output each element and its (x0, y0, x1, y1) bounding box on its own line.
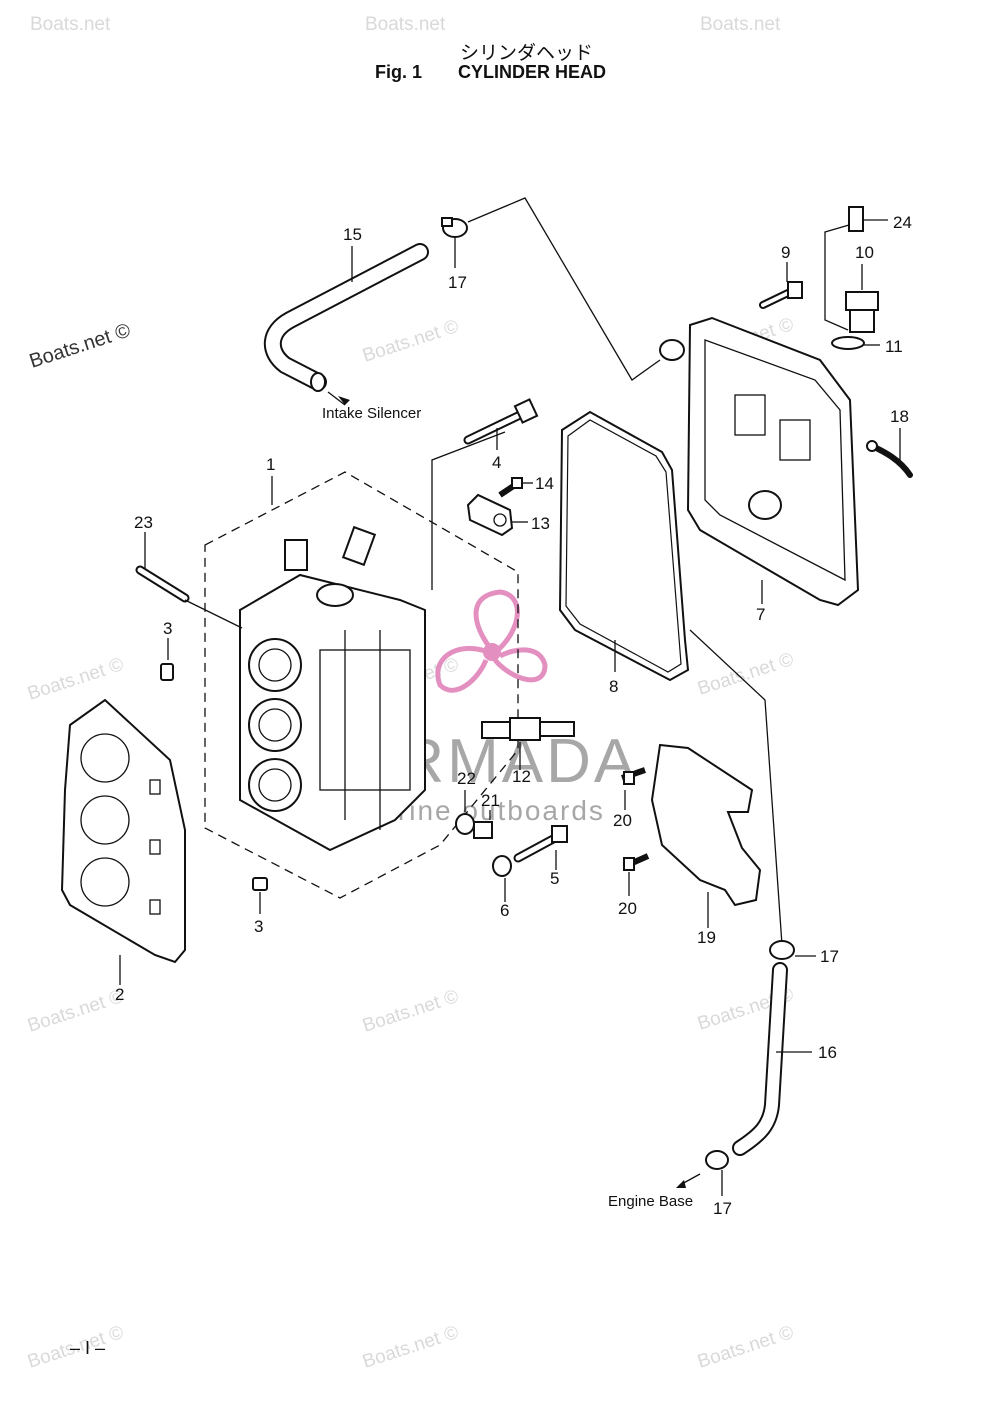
callout-10: 10 (855, 243, 874, 262)
part-16-drain-hose (732, 962, 812, 1156)
callout-4: 4 (492, 453, 501, 472)
part-12-spark-plug (481, 717, 575, 770)
callout-17: 17 (448, 273, 467, 292)
watermark: Boats.net © (25, 654, 126, 705)
part-4-bolt (431, 398, 539, 590)
part-17-hose-clamp-top (441, 197, 661, 381)
part-1-cylinder-head (204, 471, 519, 899)
propeller-logo-icon (435, 589, 548, 693)
watermark: Boats.net © (360, 986, 461, 1037)
watermark: Boats.net (30, 14, 111, 35)
part-15-breather-hose (263, 243, 429, 406)
callout-8: 8 (609, 677, 618, 696)
callout-3: 3 (163, 619, 172, 638)
callout-9: 9 (781, 243, 790, 262)
callout-18: 18 (890, 407, 909, 426)
callout-20: 20 (613, 811, 632, 830)
callout-16: 16 (818, 1043, 837, 1062)
callout-17: 17 (713, 1199, 732, 1218)
callout-15: 15 (343, 225, 362, 244)
part-8-cover-gasket (558, 410, 690, 682)
callout-19: 19 (697, 928, 716, 947)
callout-6: 6 (500, 901, 509, 920)
watermark: Boats.net © (695, 649, 796, 700)
callout-14: 14 (535, 474, 554, 493)
part-9-bolt (759, 262, 803, 309)
part-18-tube (866, 428, 913, 478)
page-number: – I – (70, 1338, 106, 1358)
watermark: Boats.net © (25, 986, 126, 1037)
part-2-head-gasket (60, 698, 186, 985)
watermark: Boats.net © (360, 1322, 461, 1373)
part-14-screw (498, 477, 523, 498)
watermark-boats-net: Boats.net © (27, 319, 134, 372)
callout-labels: 1 2 3 3 4 5 6 7 8 9 10 11 12 13 14 15 16… (115, 213, 912, 1218)
watermark: Boats.net (365, 14, 446, 35)
callout-24: 24 (893, 213, 912, 232)
intake-silencer-note: Intake Silencer (322, 405, 421, 422)
part-21-plug (473, 810, 493, 839)
callout-7: 7 (756, 605, 765, 624)
engine-base-note: Engine Base (608, 1193, 693, 1210)
callout-5: 5 (550, 869, 559, 888)
watermark: Boats.net © (360, 316, 461, 367)
callout-22: 22 (457, 769, 476, 788)
japanese-title: シリンダヘッド (460, 43, 594, 64)
part-13-anode-cover (466, 493, 514, 537)
callout-12: 12 (512, 767, 531, 786)
callout-17: 17 (820, 947, 839, 966)
part-5-bolt (513, 825, 568, 870)
watermark: Boats.net (700, 14, 781, 35)
figure-title: CYLINDER HEAD (458, 62, 607, 82)
part-11-o-ring (831, 336, 880, 350)
part-19-cover-plate (650, 743, 762, 928)
part-17-hose-clamp-middle (769, 940, 816, 960)
callout-13: 13 (531, 514, 550, 533)
part-23-stud-bolt (135, 532, 243, 629)
part-3-dowel-pin (160, 638, 268, 914)
part-6-washer (492, 855, 512, 902)
callout-1: 1 (266, 455, 275, 474)
part-20-bolt (621, 767, 650, 896)
part-10-filler-cap (845, 264, 879, 333)
part-17-hose-clamp-bottom (676, 1150, 729, 1196)
watermark: Boats.net © (695, 1322, 796, 1373)
callout-2: 2 (115, 985, 124, 1004)
callout-20: 20 (618, 899, 637, 918)
part-24-label (824, 206, 888, 331)
callout-21: 21 (481, 791, 500, 810)
figure-number: Fig. 1 (375, 62, 423, 82)
callout-11: 11 (885, 337, 903, 356)
callout-3: 3 (254, 917, 263, 936)
part-7-cylinder-head-cover (659, 316, 860, 607)
callout-23: 23 (134, 513, 153, 532)
